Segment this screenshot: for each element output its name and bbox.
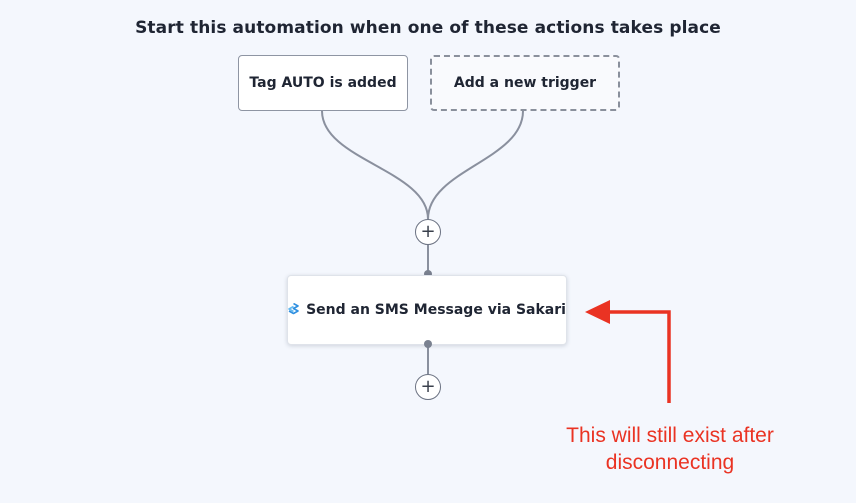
- trigger-tag-auto-added[interactable]: Tag AUTO is added: [238, 55, 408, 111]
- add-step-button-bottom[interactable]: +: [415, 374, 441, 400]
- annotation-line-2: disconnecting: [605, 451, 735, 474]
- connector-trigger-2: [427, 110, 524, 220]
- annotation-note: This will still exist after disconnectin…: [520, 422, 820, 476]
- plus-icon: +: [420, 221, 436, 242]
- action-send-sms-sakari[interactable]: Send an SMS Message via Sakari: [287, 275, 567, 345]
- annotation-arrow: [585, 300, 671, 403]
- plus-icon: +: [420, 376, 436, 397]
- connector-dot-bottom: [424, 340, 432, 348]
- connector-dot-top: [424, 270, 432, 278]
- action-label: Send an SMS Message via Sakari: [306, 302, 566, 318]
- annotation-line-1: This will still exist after: [566, 424, 774, 447]
- sakari-logo-icon: [288, 303, 299, 315]
- add-step-button-top[interactable]: +: [415, 219, 441, 245]
- automation-heading: Start this automation when one of these …: [135, 18, 721, 38]
- add-new-trigger-button[interactable]: Add a new trigger: [430, 55, 620, 111]
- connector-trigger-1: [321, 110, 429, 220]
